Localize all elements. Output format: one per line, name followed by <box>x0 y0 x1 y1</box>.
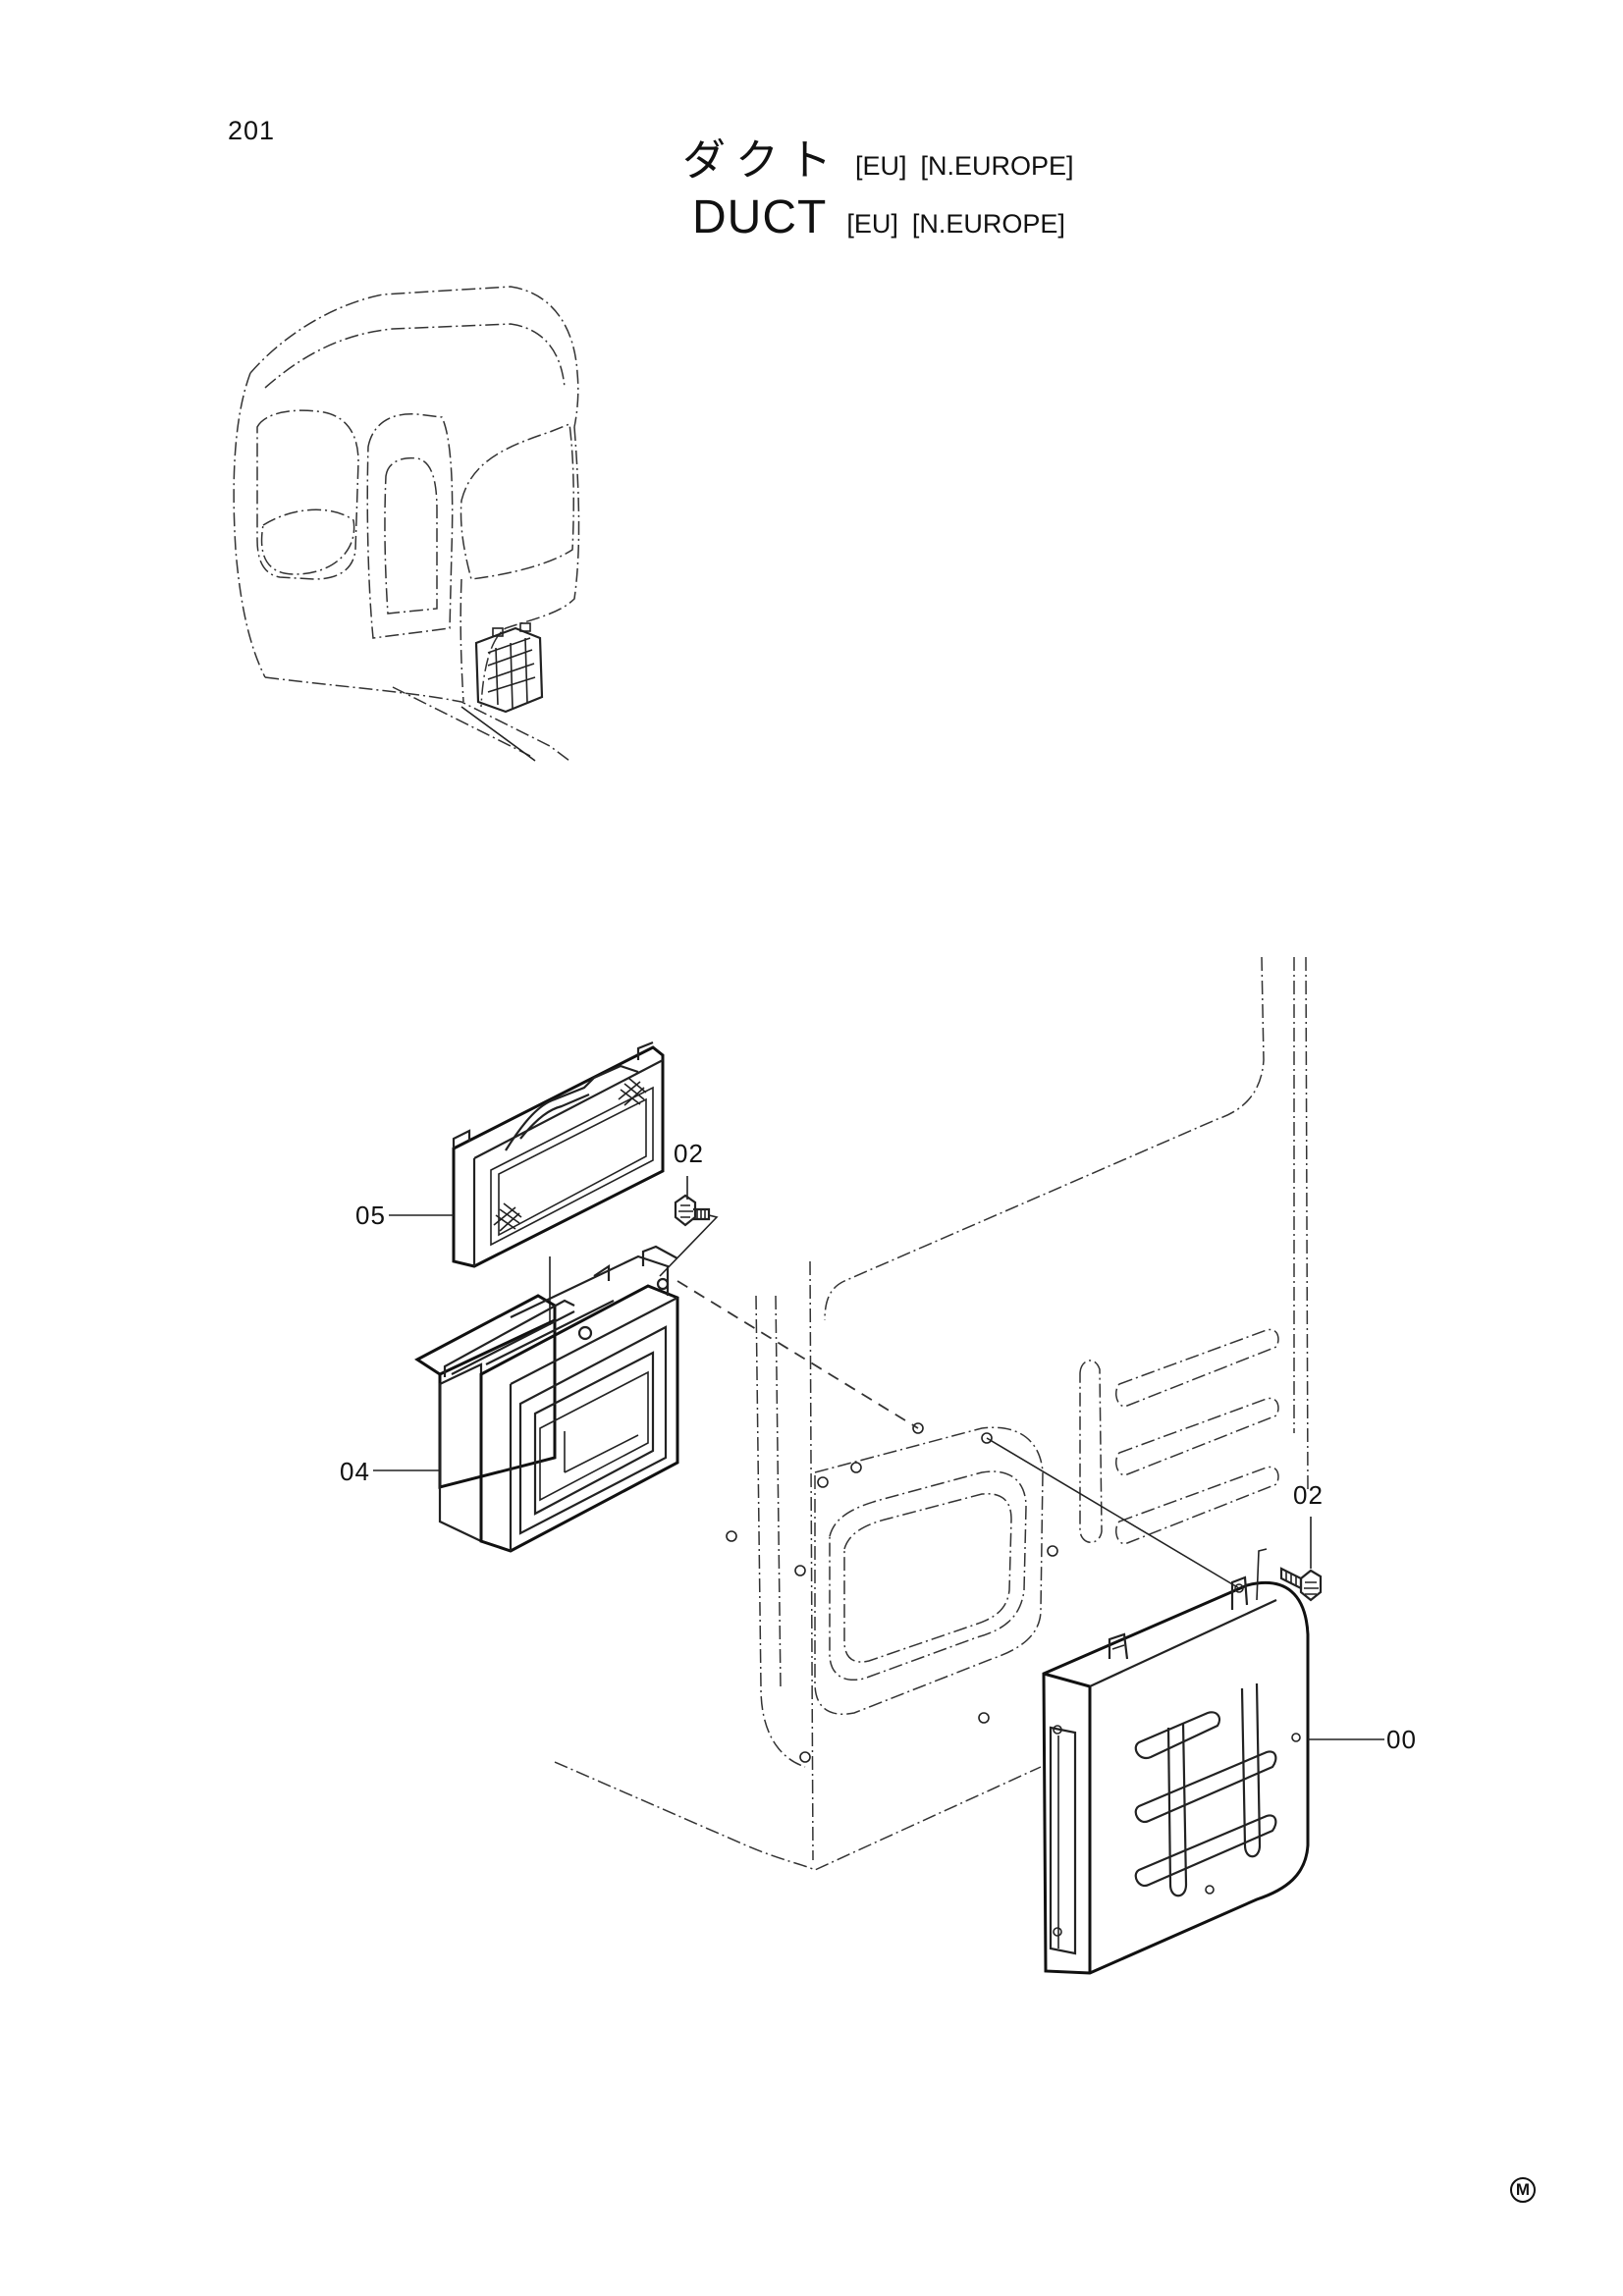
cab-side-window <box>460 422 574 580</box>
part-02-bolt-right <box>1279 1567 1323 1602</box>
cab-roof-inner <box>264 323 566 389</box>
page-number: 201 <box>228 116 276 145</box>
cab-front-window <box>256 409 359 580</box>
callout-00: 00 <box>1386 1725 1417 1754</box>
cab-rear-wall-rib-1 <box>1115 1328 1279 1408</box>
callout-04: 04 <box>340 1457 370 1486</box>
cab-roof-outline <box>249 286 579 428</box>
cab-door-outline <box>366 413 454 639</box>
title-tag-eu: [EU] <box>855 151 907 181</box>
cab-rear-wall-left-edge-2 <box>775 1295 782 1689</box>
cab-front-pillar <box>233 372 266 678</box>
part-05-filter <box>452 1041 665 1268</box>
cab-rear-wall-rib-3 <box>1115 1466 1279 1545</box>
cab-rear-wall-window <box>829 1470 1027 1681</box>
title-tag-n-europe: [N.EUROPE] <box>920 151 1074 181</box>
cab-rear-wall-left-edge <box>755 1295 806 1768</box>
title-tag-eu-en: [EU] <box>846 209 898 239</box>
cab-rear-wall-vertical-rib <box>1079 1360 1103 1543</box>
callout-02-left: 02 <box>674 1139 704 1168</box>
cab-rear-wall-top-edge <box>824 956 1265 1321</box>
title-row-japanese: ダクト [EU] [N.EUROPE] <box>682 139 1088 183</box>
cab-overview-illustration <box>233 286 580 762</box>
cab-door-window <box>384 456 438 614</box>
part-02-bolt-left <box>674 1194 711 1227</box>
alignment-dashed-line <box>676 1280 919 1429</box>
cab-rear-wall-pillar-right-2 <box>1305 956 1309 1493</box>
title-row-english: DUCT [EU] [N.EUROPE] <box>692 194 1088 241</box>
cab-lower-edge <box>264 676 570 762</box>
cab-rear-wall-panel <box>814 1426 1044 1715</box>
cab-window-handle <box>260 508 355 575</box>
cab-floor-line <box>392 686 531 757</box>
alignment-line-hole-to-cover <box>986 1437 1240 1589</box>
callout-05: 05 <box>355 1201 386 1230</box>
cab-rear-wall-window-inner <box>843 1493 1012 1663</box>
title-tag-n-europe-en: [N.EUROPE] <box>911 209 1065 239</box>
cab-rear-pillar <box>460 578 464 703</box>
cab-rear-wall-lower <box>554 1761 1042 1871</box>
part-00-cover <box>1042 1548 1310 1975</box>
cab-rear-wall-inner-left <box>809 1260 814 1861</box>
title-english: DUCT <box>692 191 828 243</box>
callout-02-right: 02 <box>1293 1480 1324 1510</box>
cab-floor-line-2 <box>460 706 536 762</box>
leader-02-left-bolt-line <box>659 1214 719 1277</box>
title-block: ダクト [EU] [N.EUROPE] DUCT [EU] [N.EUROPE] <box>682 139 1088 241</box>
maker-mark-icon: M <box>1510 2177 1536 2203</box>
part-04-duct-housing <box>414 1245 679 1553</box>
duct-location-marker <box>474 622 544 714</box>
title-japanese: ダクト <box>682 135 841 186</box>
cab-rear-wall <box>554 956 1309 1871</box>
cab-rear-wall-rib-2 <box>1115 1397 1279 1476</box>
